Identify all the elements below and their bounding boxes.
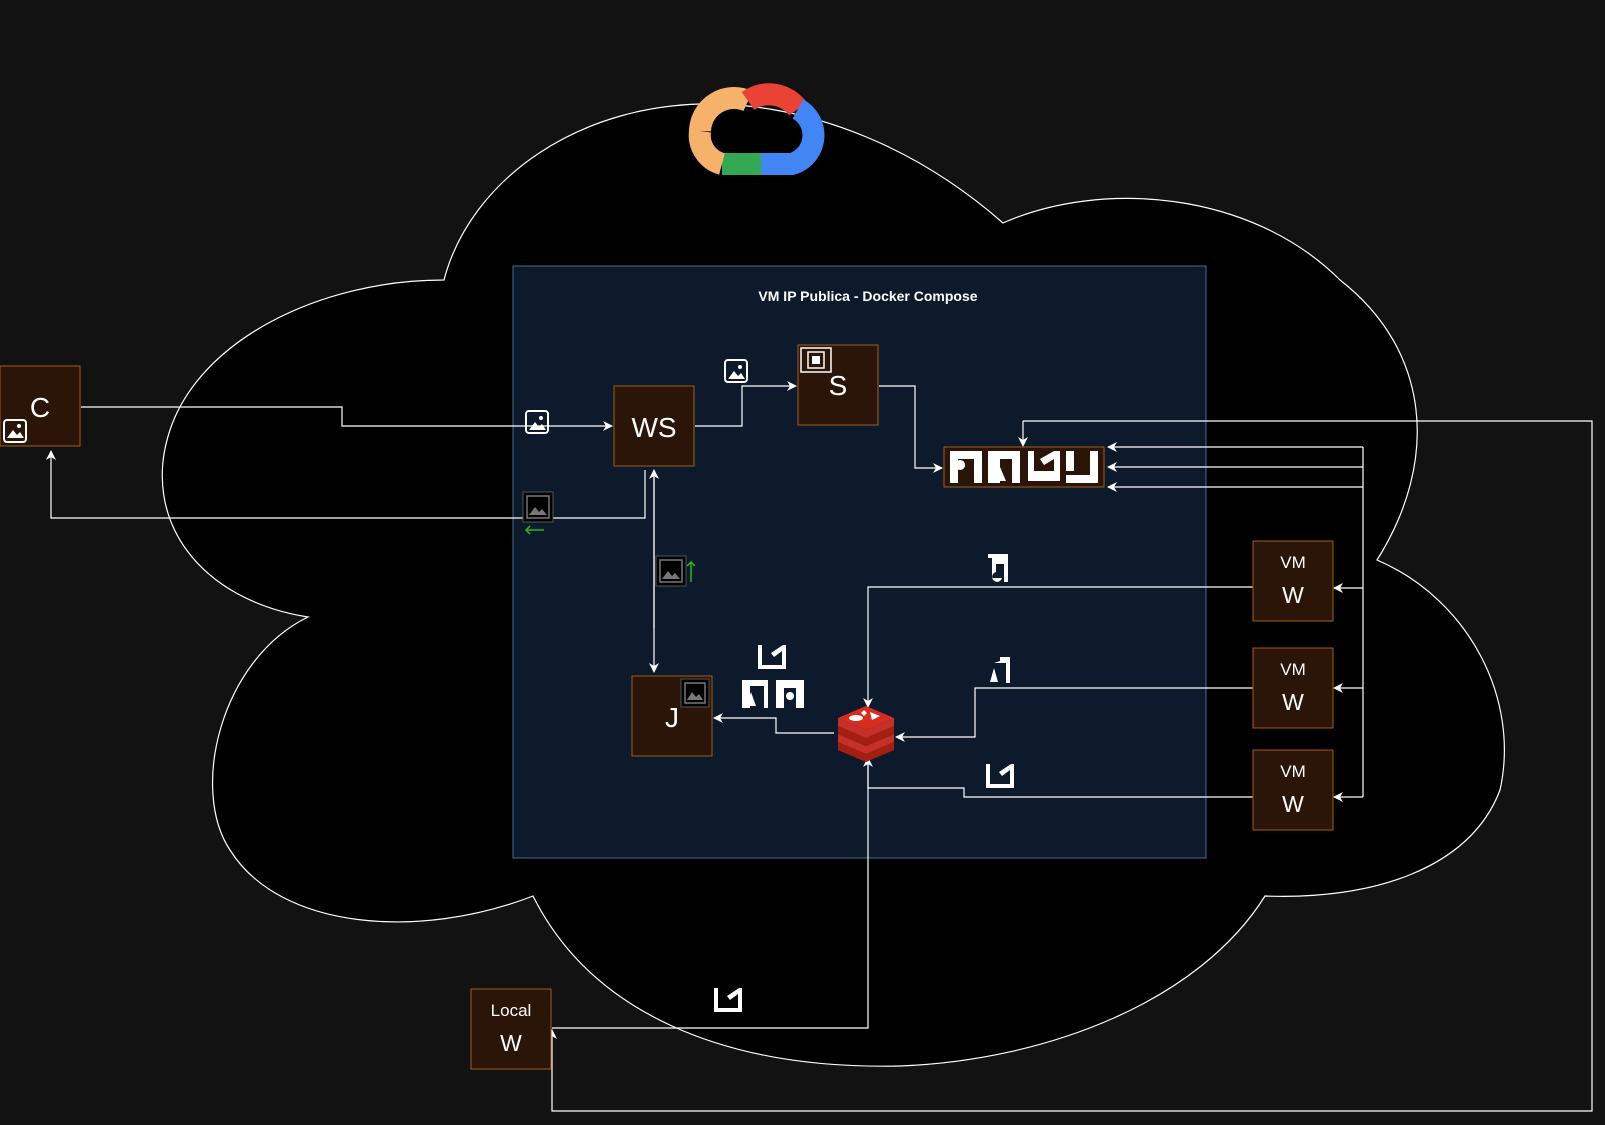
chunk-icon <box>714 988 742 1012</box>
node-client-label: C <box>30 392 50 423</box>
edge-local-loop <box>547 420 1593 1112</box>
edge-ws-s <box>695 381 797 427</box>
image-icon <box>655 555 687 587</box>
edge-w1-redis <box>863 586 1253 708</box>
node-worker-vm-2[interactable]: VM W <box>1252 647 1334 729</box>
chunk-icon <box>758 645 786 669</box>
edge-s-redis-bank <box>879 385 943 473</box>
node-worker-vm-1-top: VM <box>1280 553 1306 572</box>
node-websocket[interactable]: WS <box>613 385 695 467</box>
node-worker-vm-1[interactable]: VM W <box>1252 540 1334 622</box>
node-client[interactable]: C <box>0 365 81 447</box>
edge-w2-redis <box>895 687 1253 742</box>
node-join-label: J <box>665 702 679 733</box>
chunk-icon <box>986 764 1014 788</box>
node-worker-vm-3-top: VM <box>1280 762 1306 781</box>
chunk-icon <box>1066 451 1098 483</box>
chunk-icon <box>950 451 982 483</box>
chunk-icon <box>742 680 768 708</box>
chunk-icon <box>1028 451 1060 481</box>
image-icon <box>3 419 27 443</box>
node-worker-local-top: Local <box>491 1001 532 1020</box>
redis-icon <box>838 706 894 762</box>
chunk-icon <box>988 657 1010 683</box>
node-storage-label: S <box>829 370 848 401</box>
node-websocket-label: WS <box>631 412 676 443</box>
node-worker-vm-1-label: W <box>1282 582 1304 608</box>
node-worker-vm-3-label: W <box>1282 791 1304 817</box>
image-icon <box>724 359 748 383</box>
node-worker-vm-2-top: VM <box>1280 660 1306 679</box>
chunk-bank <box>943 446 1105 488</box>
edges <box>46 381 1593 1112</box>
image-icon <box>680 678 710 708</box>
node-storage[interactable]: S <box>797 344 879 426</box>
arrow-up-icon <box>686 560 696 582</box>
image-icon <box>522 491 554 523</box>
node-worker-vm-3[interactable]: VM W <box>1252 749 1334 831</box>
node-worker-local-label: W <box>500 1030 522 1056</box>
node-worker-vm-2-label: W <box>1282 689 1304 715</box>
node-join[interactable]: J <box>631 675 713 757</box>
storage-bucket-icon <box>800 347 832 373</box>
google-cloud-logo-icon <box>688 83 825 175</box>
edge-client-ws <box>81 406 613 431</box>
chunk-icon <box>988 451 1020 483</box>
arrow-left-icon <box>524 525 544 535</box>
node-worker-local[interactable]: Local W <box>470 988 552 1070</box>
image-icon <box>525 410 549 434</box>
container-title: VM IP Publica - Docker Compose <box>758 288 977 304</box>
chunk-icon <box>988 554 1008 582</box>
edge-redis-j <box>713 713 834 734</box>
edge-local-redis <box>552 760 869 1029</box>
chunk-icon <box>776 680 804 708</box>
edge-ws-client <box>46 450 646 519</box>
